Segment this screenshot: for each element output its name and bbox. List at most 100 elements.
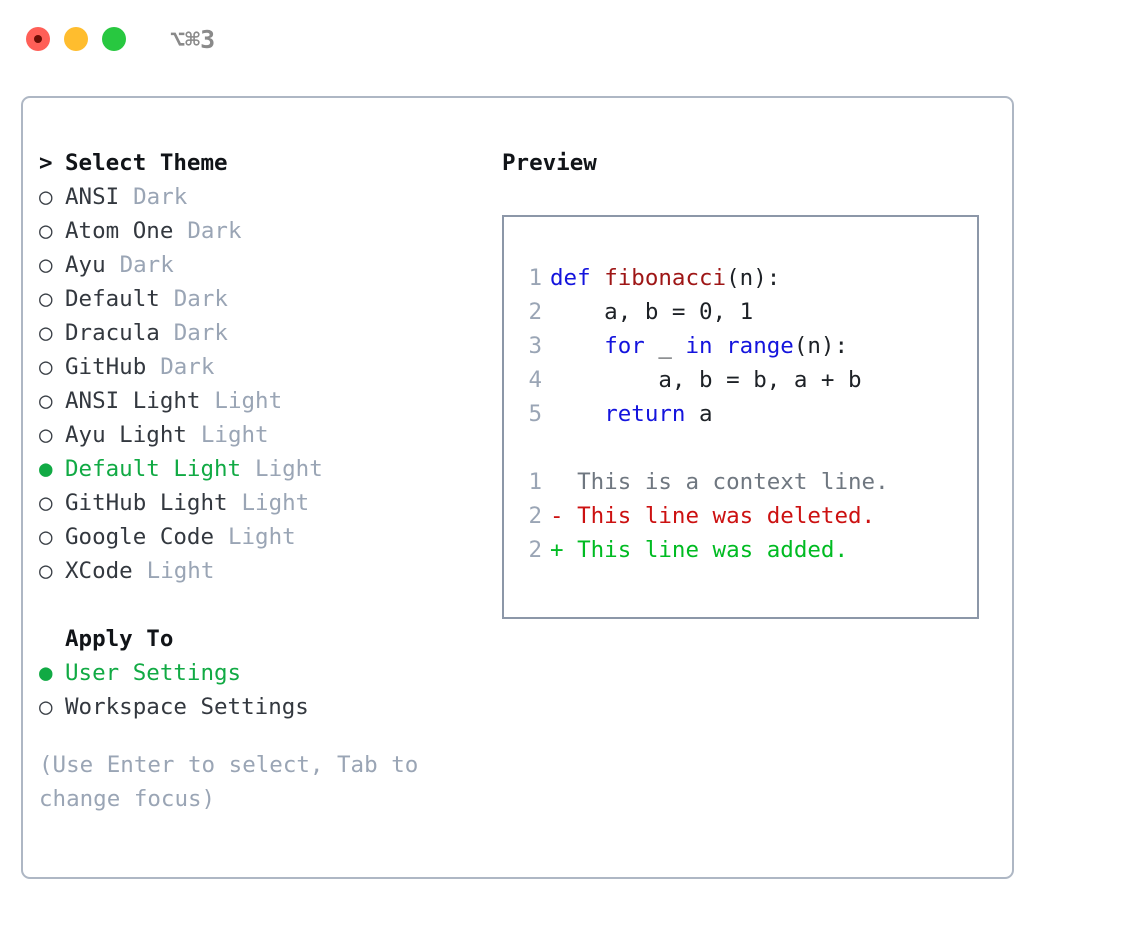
theme-option-tag: Light [146, 558, 215, 584]
zoom-button[interactable] [102, 27, 126, 51]
theme-option-label: ANSI [65, 184, 120, 210]
code-line: 2 a, b = 0, 1 [516, 295, 977, 329]
keyboard-hint-text: (Use Enter to select, Tab to change focu… [39, 752, 432, 812]
theme-option-default-light[interactable]: ● Default Light Light [39, 452, 499, 486]
diff-line: 2 + This line was added. [516, 533, 977, 567]
radio-unselected-icon: ○ [39, 388, 53, 414]
theme-option-label: Dracula [65, 320, 160, 346]
line-number: 2 [528, 299, 542, 325]
theme-option-tag: Light [214, 388, 283, 414]
line-number: 1 [528, 469, 542, 495]
radio-unselected-icon: ○ [39, 184, 53, 210]
apply-to-header: Apply To [39, 622, 499, 656]
code-token: in [685, 333, 713, 359]
apply-to-option-workspace-settings[interactable]: ○Workspace Settings [39, 690, 499, 724]
theme-option-tag: Light [241, 490, 310, 516]
theme-option-label: XCode [65, 558, 133, 584]
preview-title: Preview [502, 150, 597, 176]
line-number: 4 [528, 367, 542, 393]
code-token: a [685, 401, 713, 427]
radio-unselected-icon: ○ [39, 286, 53, 312]
diff-line-text: - This line was deleted. [550, 503, 876, 529]
diff-line-text: This is a context line. [550, 469, 889, 495]
theme-option-label: Atom One [65, 218, 174, 244]
code-token: a, b = 0, 1 [550, 299, 754, 325]
code-token: for [604, 333, 645, 359]
code-token: def [550, 265, 591, 291]
line-number: 5 [528, 401, 542, 427]
radio-unselected-icon: ○ [39, 252, 53, 278]
line-number: 3 [528, 333, 542, 359]
traffic-lights [26, 27, 126, 51]
radio-unselected-icon: ○ [39, 422, 53, 448]
theme-option-tag: Dark [173, 320, 228, 346]
radio-unselected-icon: ○ [39, 694, 53, 720]
diff-line: 2 - This line was deleted. [516, 499, 977, 533]
theme-option-tag: Light [255, 456, 323, 482]
caret-icon: > [39, 150, 53, 176]
diff-line-text: + This line was added. [550, 537, 849, 563]
code-token: return [604, 401, 686, 427]
code-token: (n): [793, 333, 849, 359]
close-button[interactable] [26, 27, 50, 51]
code-token: range [726, 333, 794, 359]
radio-unselected-icon: ○ [39, 558, 53, 584]
theme-option-label: ANSI Light [65, 388, 201, 414]
line-number: 2 [528, 503, 542, 529]
theme-option-ansi-light[interactable]: ○ ANSI Light Light [39, 384, 499, 418]
line-number: 1 [528, 265, 542, 291]
theme-option-label: Default Light [65, 456, 242, 482]
theme-option-github[interactable]: ○ GitHub Dark [39, 350, 499, 384]
title-bar: ⌥⌘3 [0, 0, 1140, 78]
code-line-text: a, b = 0, 1 [550, 295, 753, 329]
radio-selected-icon: ● [39, 660, 53, 686]
apply-to-option-user-settings[interactable]: ●User Settings [39, 656, 499, 690]
code-token: a, b = b, a + b [550, 367, 862, 393]
theme-option-tag: Dark [119, 252, 174, 278]
theme-option-tag: Light [200, 422, 269, 448]
code-token [591, 265, 605, 291]
theme-option-xcode[interactable]: ○ XCode Light [39, 554, 499, 588]
theme-option-dracula[interactable]: ○ Dracula Dark [39, 316, 499, 350]
theme-list-header: > Select Theme [39, 146, 499, 180]
line-number: 2 [528, 537, 542, 563]
minimize-button[interactable] [64, 27, 88, 51]
radio-unselected-icon: ○ [39, 490, 53, 516]
radio-unselected-icon: ○ [39, 320, 53, 346]
code-line: 5 return a [516, 397, 977, 431]
theme-option-ayu[interactable]: ○ Ayu Dark [39, 248, 499, 282]
radio-unselected-icon: ○ [39, 524, 53, 550]
code-token: (n): [726, 265, 781, 291]
list-spacer [39, 588, 499, 622]
theme-list-title: Select Theme [65, 150, 228, 176]
keyboard-shortcut-label: ⌥⌘3 [170, 24, 216, 54]
code-line-text: return a [550, 397, 713, 431]
code-line-text: for _ in range(n): [550, 329, 848, 363]
code-token [550, 333, 604, 359]
apply-to-options-list: ●User Settings○Workspace Settings [39, 656, 499, 724]
code-line-text: a, b = b, a + b [550, 363, 862, 397]
theme-option-label: Ayu [65, 252, 106, 278]
theme-option-label: GitHub [65, 354, 147, 380]
code-line-text: def fibonacci(n): [550, 261, 780, 295]
code-token [713, 333, 727, 359]
theme-option-tag: Dark [160, 354, 215, 380]
radio-unselected-icon: ○ [39, 354, 53, 380]
code-token: fibonacci [604, 265, 727, 291]
theme-option-tag: Light [227, 524, 296, 550]
radio-selected-icon: ● [39, 456, 53, 482]
theme-option-tag: Dark [187, 218, 242, 244]
code-line: 4 a, b = b, a + b [516, 363, 977, 397]
theme-option-tag: Dark [173, 286, 228, 312]
